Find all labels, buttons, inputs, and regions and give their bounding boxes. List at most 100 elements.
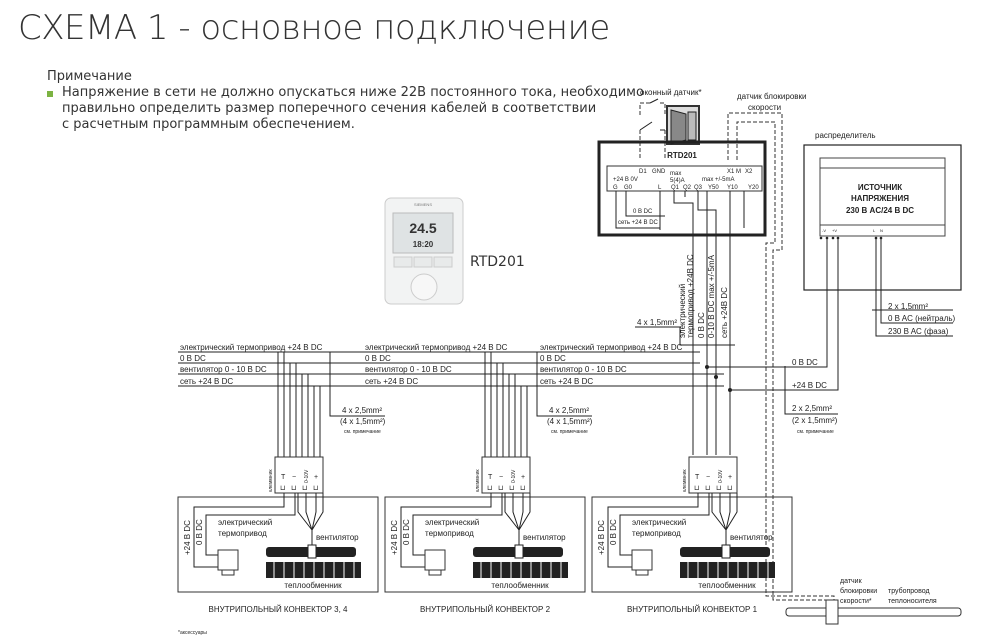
- thermostat-device: SIEMENS 24.5 18:20: [384, 197, 464, 305]
- actuator-label: электрический: [425, 518, 479, 527]
- controller-terminal: Y20: [748, 185, 759, 191]
- actuator-label: электрический: [632, 518, 686, 527]
- supply-note: см. примечание: [797, 429, 834, 435]
- thermostat-time: 18:20: [413, 240, 434, 249]
- bus-lines: электрический термопривод +24 B DC 0 B DC…: [178, 343, 724, 435]
- terminal-label: 0-10V: [718, 469, 724, 483]
- terminal-block: [274, 456, 324, 494]
- psu-terminal: N: [880, 228, 883, 233]
- note-line: Напряжение в сети не должно опускаться н…: [62, 85, 644, 100]
- terminal-label: −: [499, 474, 503, 481]
- convector-box: [591, 496, 793, 593]
- heat-exchanger-label: теплообменник: [698, 581, 756, 590]
- bus-line-label: электрический термопривод +24 B DC: [365, 343, 508, 352]
- terminal-label: −: [706, 474, 710, 481]
- riser-label: 0-10 B DC max +/-5mA: [707, 254, 716, 338]
- module-label: ВНУТРИПОЛЬНЫЙ КОНВЕКТОР 3, 4: [209, 605, 348, 614]
- module-label: ВНУТРИПОЛЬНЫЙ КОНВЕКТОР 1: [627, 605, 758, 614]
- actuator-label: термопривод: [425, 529, 474, 538]
- terminal-socket-icon: ⊔: [291, 485, 296, 492]
- bus-line-label: вентилятор 0 - 10 B DC: [180, 365, 267, 374]
- terminal-block-label: клеммник: [682, 469, 688, 492]
- terminal-label: +: [314, 474, 318, 481]
- supply-label: +24 B DC: [183, 520, 192, 555]
- riser-label: термопривод +24B DC: [686, 254, 695, 338]
- convector-box: [177, 496, 379, 593]
- bus-cable-alt: (4 x 1,5mm²): [340, 417, 386, 426]
- riser-cable: 4 x 1,5mm²: [637, 318, 677, 327]
- supply-cable: 2 x 2,5mm²: [792, 404, 832, 413]
- note-line: с расчетным программным обеспечением.: [62, 117, 355, 132]
- supply-cable-alt: (2 x 1,5mm²): [792, 416, 838, 425]
- terminal-block: [688, 456, 738, 494]
- pipe-label: теплоносителя: [888, 598, 937, 605]
- psu-terminal: -V: [822, 228, 826, 233]
- supply-label: +24 B DC: [390, 520, 399, 555]
- controller-terminal: +24 В 0V: [613, 177, 638, 183]
- bullet-icon: [47, 91, 53, 97]
- fan-label: вентилятор: [730, 533, 773, 542]
- supply-label: 0 B DC: [609, 519, 618, 545]
- note: Примечание Напряжение в сети не должно о…: [47, 69, 644, 133]
- pipe-sensor-label: датчик: [840, 578, 863, 585]
- terminal-socket-icon: ⊔: [313, 485, 318, 492]
- fan-label: вентилятор: [316, 533, 359, 542]
- controller-terminal: Q2: [683, 185, 692, 191]
- actuator-label: термопривод: [632, 529, 681, 538]
- controller-terminal: Q1: [671, 185, 680, 191]
- controller-terminal: G0: [624, 185, 633, 191]
- controller-terminal: GND: [652, 169, 666, 175]
- bus-line-label: сеть +24 B DC: [540, 377, 593, 386]
- bus-line-label: вентилятор 0 - 10 B DC: [365, 365, 452, 374]
- bus-line-label: 0 B DC: [540, 354, 566, 363]
- page-title: СХЕМА 1 - основное подключение: [18, 8, 610, 48]
- terminal-socket-icon: ⊔: [716, 485, 721, 492]
- window-icon: [666, 105, 700, 145]
- terminal-block-label: клеммник: [475, 469, 481, 492]
- controller-terminal: Q3: [694, 185, 703, 191]
- terminal-socket-icon: ⊔: [694, 485, 699, 492]
- bus-note: см. примечание: [551, 429, 588, 435]
- heat-exchanger-label: теплообменник: [491, 581, 549, 590]
- riser-labels: электрический термопривод +24B DC 0 B DC…: [678, 254, 729, 338]
- terminal-socket-icon: ⊔: [509, 485, 514, 492]
- supply-label: 0 B DC: [195, 519, 204, 545]
- fan-label: вентилятор: [523, 533, 566, 542]
- bus-line-label: электрический термопривод +24 B DC: [540, 343, 683, 352]
- bus-cable: 4 x 2,5mm²: [342, 406, 382, 415]
- terminal-label: T: [488, 474, 493, 481]
- riser-label: 0 B DC: [697, 312, 706, 338]
- supply-24v: +24 B DC: [792, 381, 827, 390]
- bus-line-label: вентилятор 0 - 10 B DC: [540, 365, 627, 374]
- convector-box: [384, 496, 586, 593]
- controller-terminal: Y10: [727, 185, 738, 191]
- controller-wire-label: 0 B DC: [633, 209, 653, 215]
- terminal-block-label: клеммник: [268, 469, 274, 492]
- terminal-label: 0-10V: [511, 469, 517, 483]
- thermostat-brand: SIEMENS: [414, 202, 432, 207]
- actuator-label: термопривод: [218, 529, 267, 538]
- riser-label: сеть +24B DC: [720, 287, 729, 338]
- actuator-label: электрический: [218, 518, 272, 527]
- note-heading: Примечание: [47, 69, 132, 84]
- psu-terminal: +V: [832, 228, 837, 233]
- riser-label: электрический: [678, 284, 687, 338]
- controller-terminal: L: [658, 185, 662, 191]
- terminal-label: −: [292, 474, 296, 481]
- bus-line-label: 0 B DC: [180, 354, 206, 363]
- supply-label: 0 B DC: [402, 519, 411, 545]
- thermostat-label: RTD201: [470, 254, 525, 270]
- controller-terminal: D1: [639, 169, 647, 175]
- bus-note: см. примечание: [344, 429, 381, 435]
- supply-label: +24 B DC: [597, 520, 606, 555]
- terminal-socket-icon: ⊔: [520, 485, 525, 492]
- controller-terminal: X2: [745, 169, 753, 175]
- mains-neutral: 0 B AC (нейтраль): [888, 314, 956, 323]
- pipe-sensor-label: скорости*: [840, 598, 872, 605]
- window-sensor-label: оконный датчик*: [640, 88, 702, 97]
- controller-wire-label: сеть +24 B DC: [618, 220, 659, 226]
- psu-label: ИСТОЧНИК: [858, 183, 902, 192]
